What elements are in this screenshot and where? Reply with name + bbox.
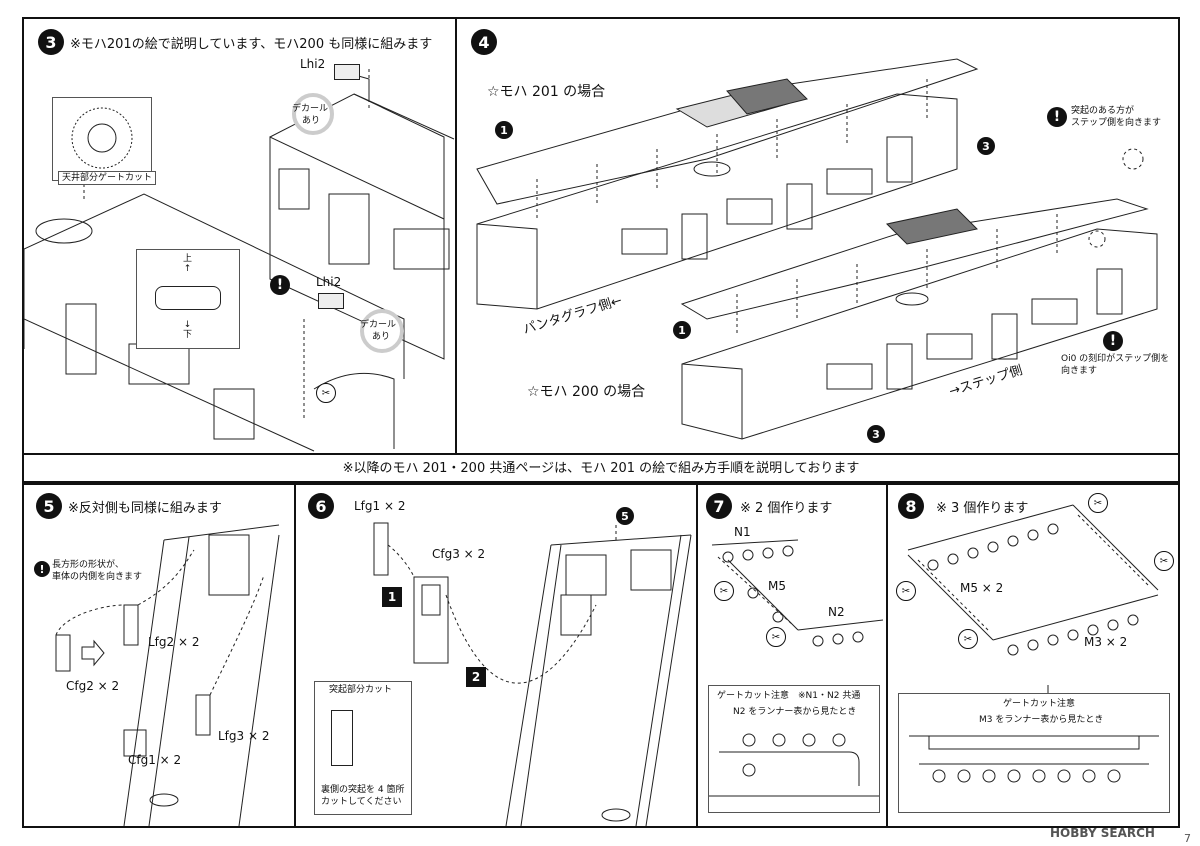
roof-ref-1-bottom: 1 [673,321,691,339]
m5-label: M5 [768,579,786,593]
body-ref-3-bottom: 3 [867,425,885,443]
brand-watermark: HOBBY SEARCH [1050,826,1155,840]
step5-illustration [55,524,280,826]
page-number: 7 [1184,832,1191,845]
step4-cars-illustration [476,58,1158,440]
no-glue-icon-1: ✂ [1088,493,1108,513]
gate-cut-detail-box [52,97,152,181]
orientation-detail-box: 上 ↑ ↓ 下 [136,249,240,349]
cfg2-label: Cfg2 × 2 [66,679,120,693]
gate-cut-box: ゲートカット注意 ※N1・N2 共通 N2 をランナー表から見たとき [708,685,880,813]
sub-step-1: 1 [382,587,402,607]
gate-cut-sub: M3 をランナー表から見たとき [979,715,1104,725]
no-glue-icon-2: ✂ [896,581,916,601]
cut-detail-box: 突起部分カット 裏側の突起を 4 箇所 カットしてください [314,681,412,815]
slot-shape [155,286,221,310]
part-lhi2-mid: Lhi2 [316,275,342,289]
step3-number: 3 [38,29,64,55]
step3-car-body-illustration [24,68,455,452]
step8-number: 8 [898,493,924,519]
no-glue-icon-3: ✂ [1154,551,1174,571]
lfg2-label: Lfg2 × 2 [148,635,200,649]
step6-panel: 6 Lfg1 × 2 Cfg3 × 2 1 2 5 突起部分カット 裏側の突起を… [294,483,700,828]
protrusion-note: 突起のある方が ステップ側を向きます [1071,106,1162,128]
step8-panel: 8 ※ 3 個作ります M5 × 2 M3 × 2 ✂ ✂ ✂ ✂ ゲートカット… [886,483,1180,828]
roof-ref-1-top: 1 [495,121,513,139]
cfg3-label: Cfg3 × 2 [432,547,486,561]
step3-note: ※モハ201の絵で説明しています、モハ200 も同様に組みます [70,37,433,52]
sub-step-2: 2 [466,667,486,687]
body-ref-3-top: 3 [977,137,995,155]
gate-cut-title: ゲートカット注意 [1003,699,1076,709]
decal-mid-badge: デカール あり [360,309,404,353]
step8-note: ※ 3 個作ります [936,501,1029,516]
gate-cut-sub: N2 をランナー表から見たとき [733,707,857,717]
common-note: ※以降のモハ 201・200 共通ページは、モハ 201 の絵で組み方手順を説明… [342,460,860,476]
common-note-bar: ※以降のモハ 201・200 共通ページは、モハ 201 の絵で組み方手順を説明… [22,451,1180,483]
no-glue-icon-1: ✂ [714,581,734,601]
shape-note: 長方形の形状が、 車体の内側を向きます [52,560,143,582]
step5-panel: 5 ※反対側も同様に組みます ! 長方形の形状が、 車体の内側を向きます Cfg… [22,483,298,828]
cfg1-label: Cfg1 × 2 [128,753,182,767]
part-lhi2-mid-shape [318,293,344,309]
no-glue-icon: ✂ [316,383,336,403]
m3-label: M3 × 2 [1084,635,1128,649]
n2-label: N2 [828,605,845,619]
part-lhi2-top-shape [334,64,360,80]
step5-number: 5 [36,493,62,519]
step7-illustration [711,539,884,647]
step4-number: 4 [471,29,497,55]
down-label: ↓ 下 [183,320,193,340]
cut-note: 裏側の突起を 4 箇所 カットしてください [321,785,405,807]
no-glue-icon-2: ✂ [766,627,786,647]
step7-note: ※ 2 個作ります [740,501,833,516]
moha201-heading: ☆モハ 201 の場合 [487,84,606,100]
step7-number: 7 [706,493,732,519]
step8-illustration [907,504,1159,695]
no-glue-icon-4: ✂ [958,629,978,649]
warning-icon-protrusion: ! [1047,107,1067,127]
part-lhi2-top: Lhi2 [300,57,326,71]
cut-title: 突起部分カット [329,685,393,695]
up-label: 上 ↑ [183,254,193,274]
step7-panel: 7 ※ 2 個作ります N1 M5 N2 ✂ ✂ ゲートカット注意 ※N1・N2… [696,483,890,828]
gate-cut-title: ゲートカット注意 ※N1・N2 共通 [717,691,861,701]
warning-icon-oi0: ! [1103,331,1123,351]
gate-cut-box: ゲートカット注意 M3 をランナー表から見たとき [898,693,1170,813]
oi0-note: Oi0 の刻印がステップ側を 向きます [1061,354,1170,376]
step6-number: 6 [308,493,334,519]
cut-part-shape [331,710,353,766]
lfg3-label: Lfg3 × 2 [218,729,270,743]
step6-illustration [373,522,692,826]
lfg1-label: Lfg1 × 2 [354,499,406,513]
step3-panel: 3 ※モハ201の絵で説明しています、モハ200 も同様に組みます [22,17,459,455]
m5-label: M5 × 2 [960,581,1004,595]
moha200-heading: ☆モハ 200 の場合 [527,384,646,400]
warning-icon: ! [34,561,50,577]
step5-note: ※反対側も同様に組みます [68,501,222,516]
warning-icon: ! [270,275,290,295]
ref-5: 5 [616,507,634,525]
n1-label: N1 [734,525,751,539]
gate-cut-label: 天井部分ゲートカット [58,171,157,185]
step4-panel: 4 ☆モハ 201 の場合 ☆モハ 200 の場合 [455,17,1180,455]
decal-top-badge: デカール あり [292,93,334,135]
